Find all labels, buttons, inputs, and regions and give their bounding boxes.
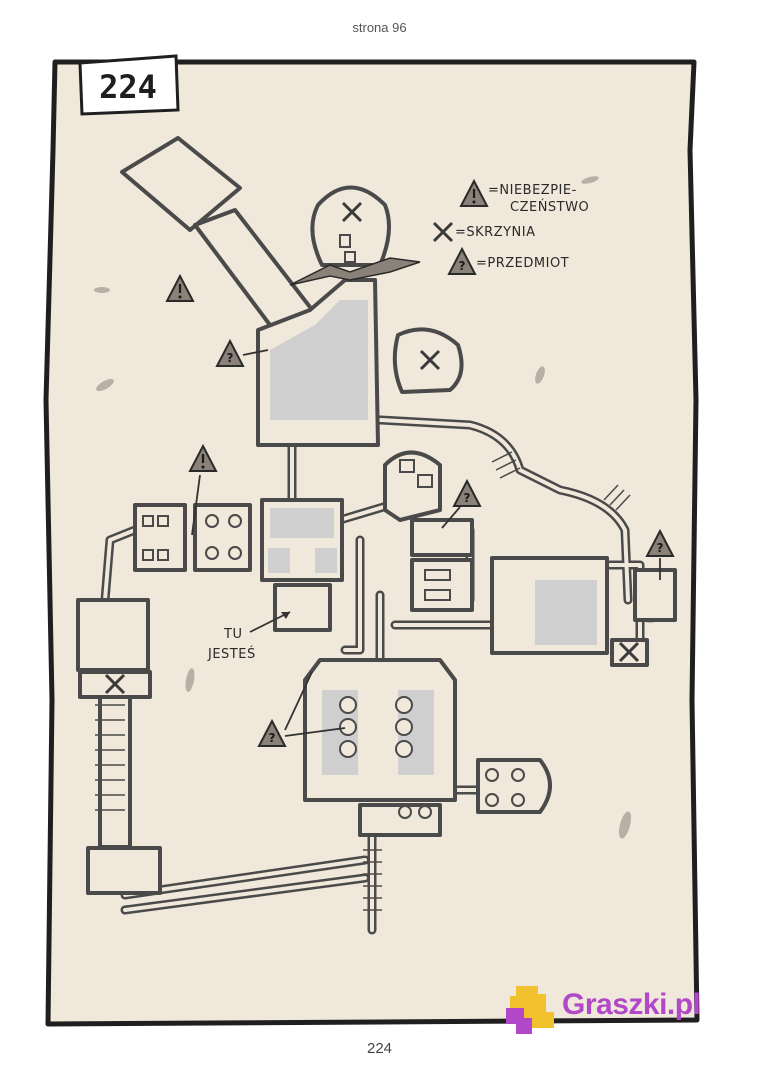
stairs — [95, 451, 631, 911]
pointer-line — [191, 474, 201, 536]
corridor-floors — [103, 418, 642, 932]
room-left-b — [193, 503, 252, 572]
section-number: 224 — [99, 68, 157, 106]
room-skull — [310, 185, 391, 267]
watermark: Graszki.pl — [502, 978, 742, 1038]
you-are-here-line1: TU — [223, 627, 242, 642]
you-are-here-line2: JESTEŚ — [207, 646, 256, 662]
room-left-column — [98, 695, 132, 849]
room-far-east — [633, 568, 677, 622]
room-capsule — [383, 450, 442, 522]
pointer-lines — [242, 349, 661, 737]
legend-chest-label: =SKRZYNIA — [455, 225, 536, 240]
room-closet-south — [410, 558, 474, 612]
legend-item-label: =PRZEDMIOT — [476, 256, 569, 271]
section-number-box: 224 — [78, 54, 180, 116]
lightning-crack — [289, 257, 421, 286]
room-left-bottom — [86, 846, 162, 895]
room-left-tall — [76, 598, 150, 672]
legend-danger-label-line2: CZEŃSTWO — [510, 199, 589, 215]
puzzle-logo-icon — [506, 986, 554, 1034]
map-legend: =NIEBEZPIE- CZEŃSTWO =SKRZYNIA =PRZEDMIO… — [432, 179, 589, 275]
room-closet-north — [410, 518, 474, 557]
you-are-here-label: TU JESTEŚ — [207, 611, 291, 662]
you-are-here-arrow — [249, 611, 291, 633]
watermark-text: Graszki.pl — [562, 988, 701, 1021]
legend-danger-label-line1: =NIEBEZPIE- — [488, 183, 577, 198]
room-features — [142, 234, 525, 819]
room-top-left — [120, 136, 242, 232]
page-label: strona 96 — [352, 20, 407, 35]
room-you-are-here — [273, 583, 332, 632]
page-number: 224 — [366, 1040, 393, 1057]
